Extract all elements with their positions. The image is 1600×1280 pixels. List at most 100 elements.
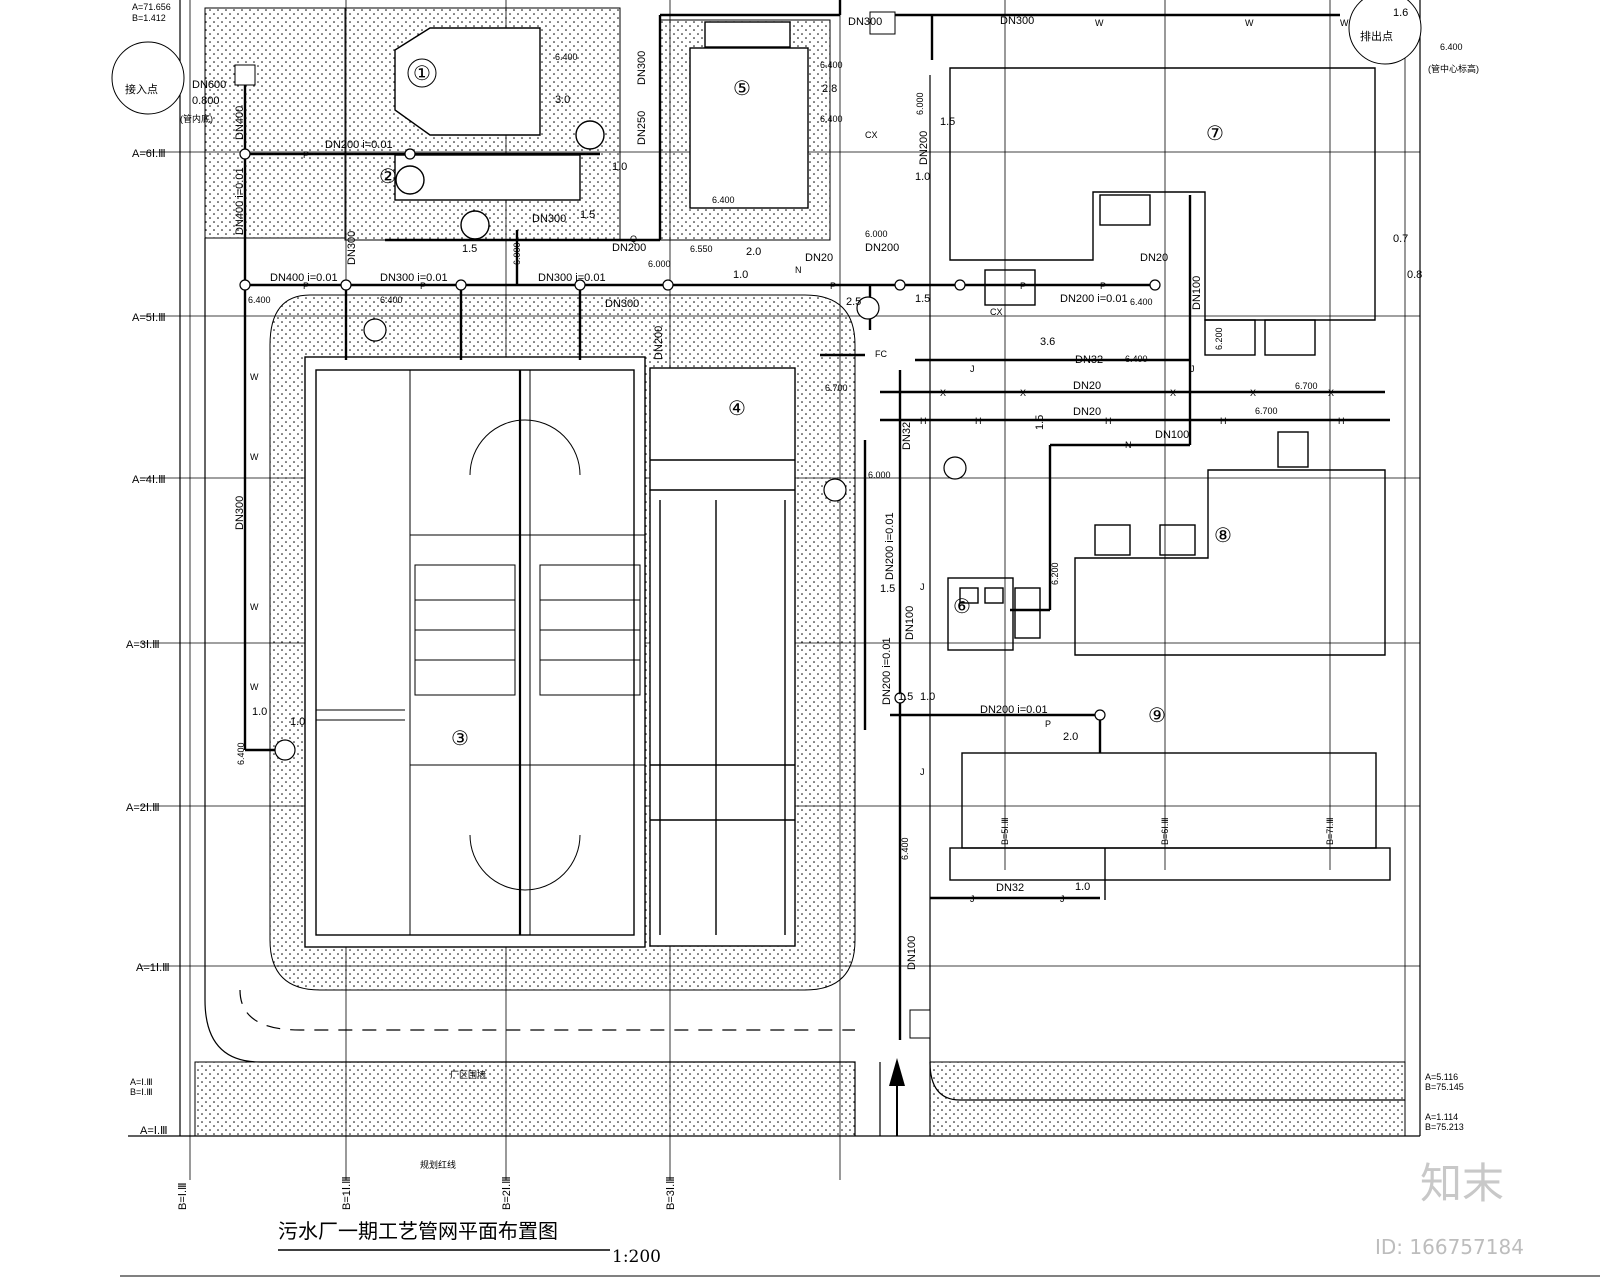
svg-text:DN300 i=0.01: DN300 i=0.01 — [538, 272, 606, 284]
svg-text:DN100: DN100 — [904, 606, 916, 640]
svg-text:H: H — [975, 416, 982, 426]
structure-1-block — [394, 27, 541, 136]
structure-blocks — [304, 21, 809, 948]
svg-text:6.400: 6.400 — [248, 295, 271, 305]
svg-text:H: H — [1338, 416, 1345, 426]
svg-text:1.0: 1.0 — [252, 706, 267, 718]
line-codes: P P P P P P P W W W W W W W J J J J J J … — [250, 18, 1349, 904]
corner-coordinates: A=Ⅰ.Ⅲ B=Ⅰ.Ⅲ A=5.116 B=75.145 A=1.114 B=7… — [130, 2, 1464, 1132]
svg-text:6.000: 6.000 — [868, 470, 891, 480]
svg-text:B=1Ⅰ.Ⅲ: B=1Ⅰ.Ⅲ — [341, 1176, 353, 1210]
svg-text:污水厂一期工艺管网平面布置图: 污水厂一期工艺管网平面布置图 — [278, 1219, 558, 1243]
svg-text:6.400: 6.400 — [900, 837, 910, 860]
svg-text:知末: 知末 — [1420, 1159, 1504, 1208]
svg-text:DN200 i=0.01: DN200 i=0.01 — [1060, 293, 1128, 305]
svg-text:6.000: 6.000 — [865, 229, 888, 239]
svg-text:6.000: 6.000 — [648, 259, 671, 269]
structure-8-num: ⑧ — [1214, 523, 1232, 547]
north-arrow — [889, 1058, 905, 1136]
svg-text:J: J — [1060, 894, 1065, 904]
svg-text:DN300 i=0.01: DN300 i=0.01 — [380, 272, 448, 284]
svg-text:DN32: DN32 — [901, 422, 913, 450]
svg-text:DN300: DN300 — [848, 16, 882, 28]
svg-text:B=1.412: B=1.412 — [132, 13, 166, 23]
svg-text:6.700: 6.700 — [1295, 381, 1318, 391]
svg-text:2.5: 2.5 — [846, 296, 861, 308]
svg-text:A=5.116: A=5.116 — [1425, 1072, 1458, 1082]
structure-5-block — [689, 47, 809, 209]
svg-text:DN200 i=0.01: DN200 i=0.01 — [884, 512, 896, 580]
endpoint-markers — [111, 0, 1422, 1039]
structure-9-num: ⑨ — [1148, 703, 1166, 727]
svg-text:DN600: DN600 — [192, 79, 226, 91]
svg-text:DN200: DN200 — [653, 326, 665, 360]
svg-text:1.5: 1.5 — [1034, 415, 1046, 430]
svg-text:1.0: 1.0 — [612, 161, 627, 173]
svg-text:3.0: 3.0 — [555, 94, 570, 106]
svg-text:W: W — [1340, 18, 1349, 28]
svg-text:P: P — [1020, 281, 1026, 291]
svg-text:6.400: 6.400 — [236, 742, 246, 765]
svg-text:P: P — [1045, 719, 1051, 729]
svg-text:1.5: 1.5 — [940, 116, 955, 128]
svg-text:6.400: 6.400 — [712, 195, 735, 205]
svg-text:厂区围墙: 厂区围墙 — [450, 1069, 486, 1080]
svg-text:6.400: 6.400 — [555, 52, 578, 62]
svg-text:DN300: DN300 — [234, 496, 246, 530]
svg-text:DN32: DN32 — [996, 882, 1024, 894]
svg-text:A=3Ⅰ.Ⅲ: A=3Ⅰ.Ⅲ — [126, 639, 160, 651]
svg-text:DN200 i=0.01: DN200 i=0.01 — [325, 139, 393, 151]
svg-text:A=Ⅰ.Ⅲ: A=Ⅰ.Ⅲ — [130, 1077, 153, 1087]
basin-details — [316, 370, 645, 935]
svg-text:6.400: 6.400 — [820, 114, 843, 124]
svg-text:6.400: 6.400 — [1130, 297, 1153, 307]
svg-text:DN100: DN100 — [1191, 276, 1203, 310]
structure-numbers: ① ② ③ ④ ⑤ ⑥ ⑦ ⑧ ⑨ — [379, 58, 1232, 750]
svg-text:A=5Ⅰ.Ⅲ: A=5Ⅰ.Ⅲ — [132, 312, 166, 324]
svg-text:0.800: 0.800 — [192, 95, 220, 107]
svg-text:W: W — [250, 602, 259, 612]
structure-2-block — [394, 154, 581, 201]
svg-text:B=75.213: B=75.213 — [1425, 1122, 1464, 1132]
svg-text:CX: CX — [990, 307, 1003, 317]
svg-text:FC: FC — [875, 349, 887, 359]
svg-text:DN100: DN100 — [1155, 429, 1189, 441]
svg-text:H: H — [1105, 416, 1112, 426]
pipes — [243, 0, 1390, 1040]
svg-text:A=6Ⅰ.Ⅲ: A=6Ⅰ.Ⅲ — [132, 148, 166, 160]
dimension-labels: 1.5 1.5 1.5 1.5 1.5 1.5 1.5 1.0 1.0 1.0 … — [252, 7, 1422, 893]
svg-text:DN200 i=0.01: DN200 i=0.01 — [881, 637, 893, 705]
svg-text:P: P — [830, 281, 836, 291]
svg-text:DN200: DN200 — [865, 242, 899, 254]
svg-text:1.5: 1.5 — [580, 209, 595, 221]
manholes — [239, 148, 1161, 761]
svg-text:DN200: DN200 — [918, 131, 930, 165]
svg-text:DN400 i=0.01: DN400 i=0.01 — [270, 272, 338, 284]
svg-text:B=Ⅰ.Ⅲ: B=Ⅰ.Ⅲ — [177, 1182, 189, 1210]
svg-text:P: P — [1100, 281, 1106, 291]
svg-text:规划红线: 规划红线 — [420, 1159, 456, 1170]
svg-text:1.0: 1.0 — [733, 269, 748, 281]
svg-text:2.0: 2.0 — [1063, 731, 1078, 743]
structure-6-num: ⑥ — [953, 594, 971, 618]
structure-3-block — [304, 356, 646, 948]
svg-text:2.8: 2.8 — [822, 83, 837, 95]
svg-text:DN300: DN300 — [1000, 15, 1034, 27]
svg-text:P: P — [303, 150, 309, 160]
endpoint-labels: 接入点 (管内底) 排出点 (管中心标高) — [125, 29, 1479, 124]
svg-text:1.0: 1.0 — [920, 691, 935, 703]
structure-3-num: ③ — [451, 726, 469, 750]
svg-text:1.0: 1.0 — [290, 716, 305, 728]
svg-text:J: J — [920, 767, 925, 777]
inlet-point-circle — [111, 41, 185, 115]
svg-text:DN200 i=0.01: DN200 i=0.01 — [980, 704, 1048, 716]
svg-text:W: W — [250, 682, 259, 692]
svg-text:6.700: 6.700 — [1255, 406, 1278, 416]
svg-text:1.0: 1.0 — [1075, 881, 1090, 893]
svg-text:A=Ⅰ.Ⅲ: A=Ⅰ.Ⅲ — [140, 1125, 168, 1137]
svg-text:N: N — [1125, 440, 1132, 450]
svg-text:6.550: 6.550 — [690, 244, 713, 254]
svg-text:W: W — [1245, 18, 1254, 28]
svg-text:DN300: DN300 — [346, 231, 358, 265]
